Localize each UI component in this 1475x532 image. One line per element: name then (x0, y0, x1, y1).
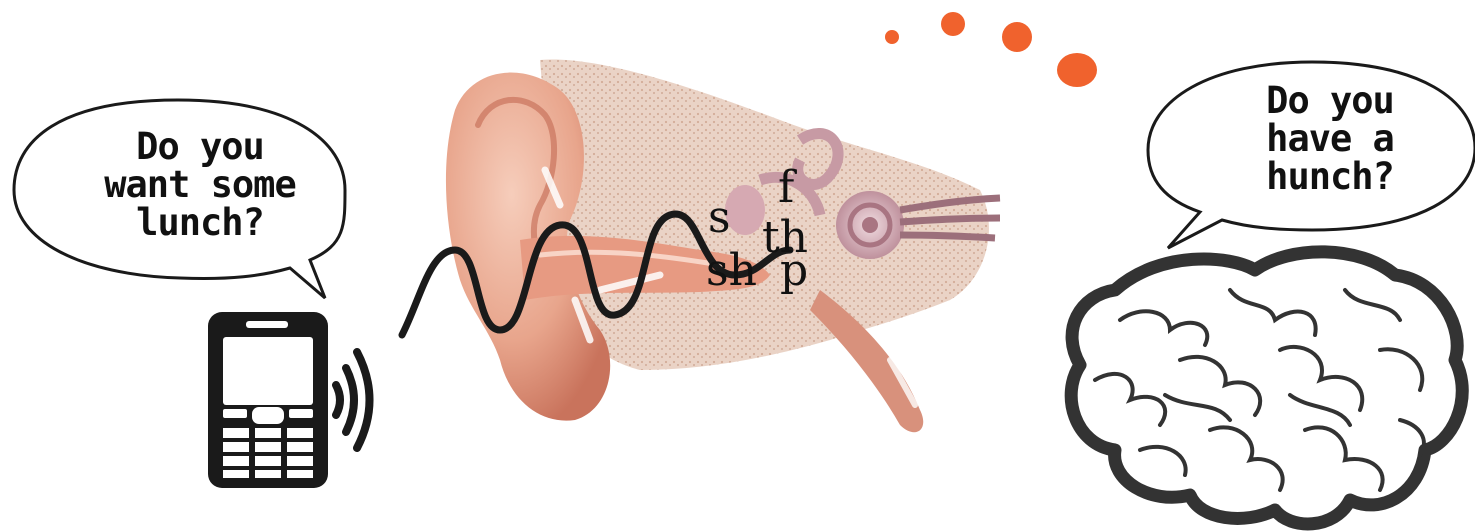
left-bubble-line-3: lunch? (85, 204, 315, 242)
thought-dot-4 (1057, 53, 1097, 87)
right-bubble-text: Do you have a hunch? (1210, 82, 1450, 196)
phoneme-p: p (780, 245, 808, 296)
thought-dot-2 (941, 12, 965, 36)
signal-waves-icon (336, 352, 370, 448)
left-bubble-line-1: Do you (85, 128, 315, 166)
right-bubble-line-3: hunch? (1210, 158, 1450, 196)
right-bubble-line-2: have a (1210, 120, 1450, 158)
phoneme-s: s (708, 192, 731, 243)
thought-dots (885, 12, 1097, 87)
thought-dot-1 (885, 30, 899, 44)
right-bubble-line-1: Do you (1210, 82, 1450, 120)
thought-dot-3 (1002, 22, 1032, 52)
phoneme-f: f (778, 162, 797, 213)
phoneme-sh: sh (706, 245, 757, 296)
left-bubble-line-2: want some (85, 166, 315, 204)
brain-icon (1071, 252, 1462, 524)
left-bubble-text: Do you want some lunch? (85, 128, 315, 242)
mobile-phone-icon (208, 312, 328, 488)
